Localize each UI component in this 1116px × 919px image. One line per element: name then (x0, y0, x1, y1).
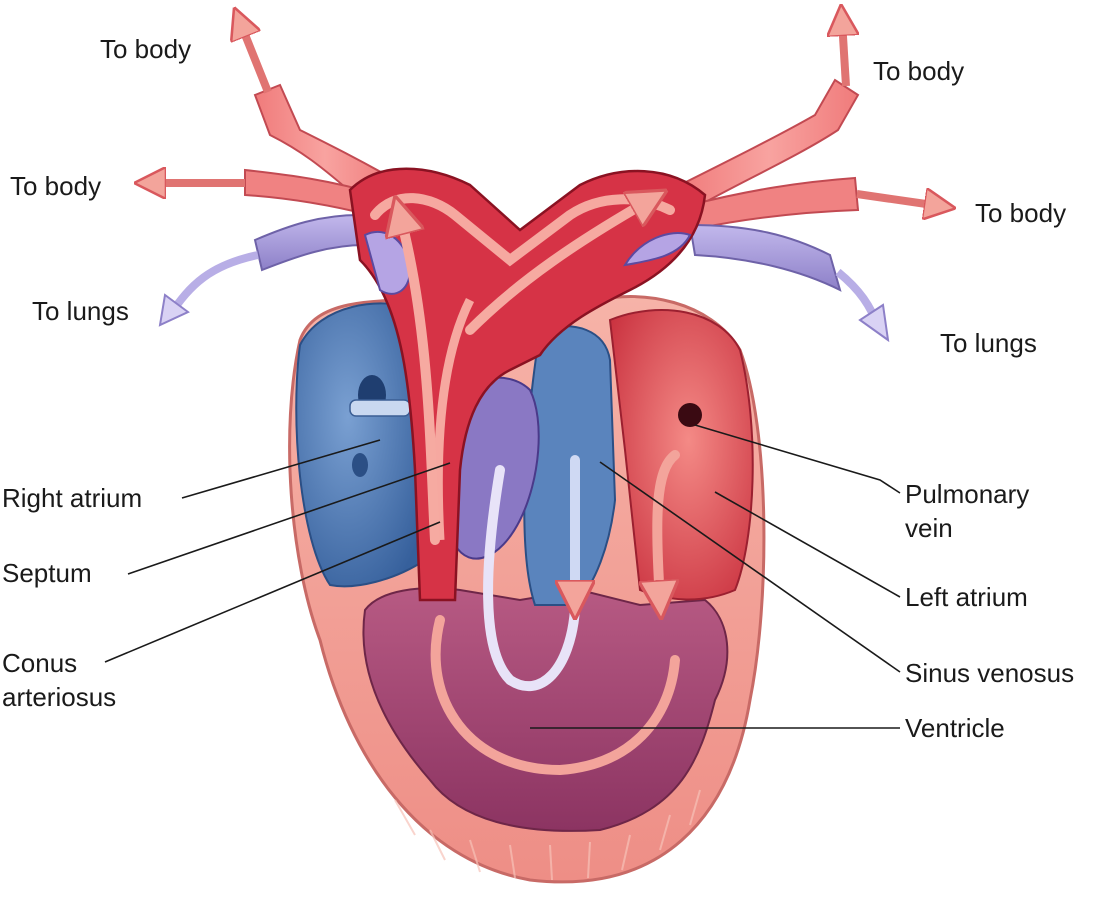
arrow-to-body-top-right (842, 20, 846, 86)
label-to-lungs-right: To lungs (940, 328, 1037, 358)
label-right-atrium: Right atrium (2, 483, 142, 513)
arrow-to-lungs-left (170, 255, 258, 315)
label-sinus-venosus: Sinus venosus (905, 658, 1074, 688)
label-conus-line1: Conus (2, 648, 77, 678)
label-to-body-top-left: To body (100, 34, 191, 64)
label-to-body-mid-right: To body (975, 198, 1066, 228)
arrow-to-body-mid-right (857, 194, 940, 206)
label-pulmonary-line1: Pulmonary (905, 479, 1029, 509)
label-to-lungs-left: To lungs (32, 296, 129, 326)
heart-body (290, 297, 764, 882)
label-ventricle: Ventricle (905, 713, 1005, 743)
label-to-body-mid-left: To body (10, 171, 101, 201)
arrow-to-body-top-left (240, 22, 268, 92)
label-septum: Septum (2, 558, 92, 588)
label-to-body-top-right: To body (873, 56, 964, 86)
label-left-atrium: Left atrium (905, 582, 1028, 612)
label-conus-line2: arteriosus (2, 682, 116, 712)
label-pulmonary-line2: vein (905, 513, 953, 543)
